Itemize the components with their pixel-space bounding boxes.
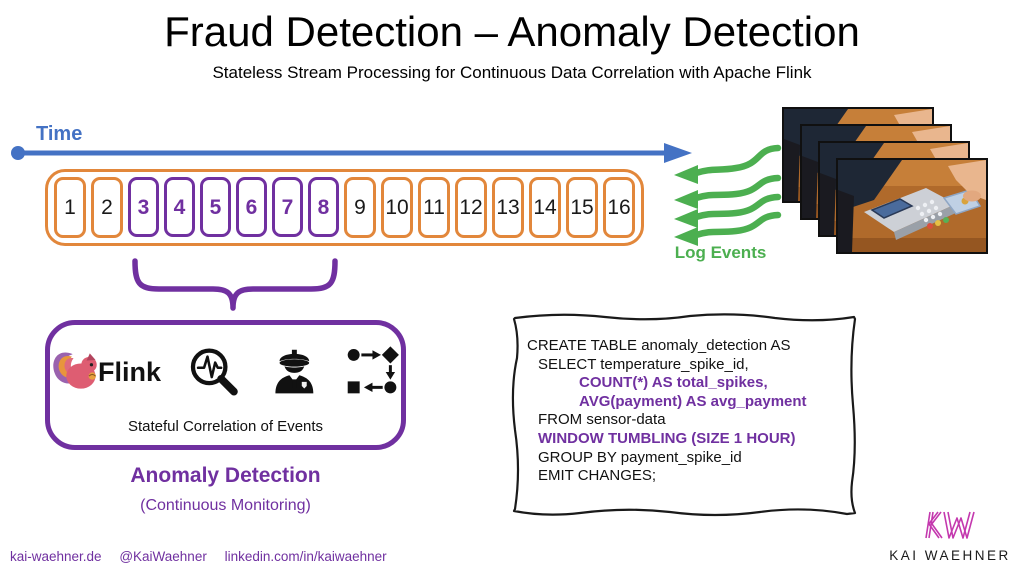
event-number: 12: [459, 196, 483, 219]
anomaly-detection-title: Anomaly Detection: [130, 464, 321, 487]
event-number: 10: [385, 196, 409, 219]
sketchy-border-icon: [511, 313, 857, 517]
event-number: 1: [64, 196, 76, 219]
event-box-10: 10: [381, 177, 413, 238]
event-number: 11: [423, 196, 445, 219]
time-axis-label: Time: [36, 123, 83, 145]
kai-waehner-brand: KAI WAEHNER: [880, 508, 1020, 563]
anomaly-detection-subtitle: (Continuous Monitoring): [140, 497, 311, 514]
event-number: 16: [607, 196, 631, 219]
footer-website-link[interactable]: kai-waehner.de: [10, 549, 102, 564]
page-title: Fraud Detection – Anomaly Detection: [164, 8, 860, 55]
sql-line: COUNT(*) AS total_spikes,: [579, 374, 768, 392]
time-arrow-icon: [11, 143, 692, 163]
log-events-label: Log Events: [674, 243, 767, 262]
sql-line: AVG(payment) AS avg_payment: [579, 392, 807, 410]
magnifier-pulse-icon: [190, 348, 238, 396]
event-number: 15: [570, 196, 594, 219]
event-box-15: 15: [566, 177, 598, 238]
kw-monogram-icon: [925, 511, 975, 539]
sql-line: SELECT temperature_spike_id,: [538, 355, 749, 373]
event-box-3: 3: [128, 177, 159, 237]
event-box-11: 11: [418, 177, 450, 238]
event-number: 4: [173, 195, 186, 219]
flink-logo: Flink: [50, 346, 161, 398]
sql-line: EMIT CHANGES;: [538, 467, 657, 485]
flink-squirrel-icon: [53, 352, 97, 389]
event-box-13: 13: [492, 177, 524, 238]
event-box-16: 16: [603, 177, 635, 238]
event-number: 14: [533, 196, 557, 219]
event-number: 5: [209, 195, 222, 219]
log-events-arrows-icon: [674, 144, 782, 246]
footer-linkedin-link[interactable]: linkedin.com/in/kaiwaehner: [224, 549, 387, 564]
event-box-6: 6: [236, 177, 267, 237]
sql-line: CREATE TABLE anomaly_detection AS: [527, 337, 791, 354]
brand-name: KAI WAEHNER: [889, 548, 1011, 563]
event-box-1: 1: [54, 177, 86, 238]
window-brace-icon: [132, 258, 338, 311]
sql-code-box: CREATE TABLE anomaly_detection AS SELECT…: [505, 310, 865, 522]
event-box-9: 9: [344, 177, 376, 238]
payment-terminal-photo: [836, 158, 988, 254]
event-number: 2: [101, 196, 113, 219]
footer-contacts: kai-waehner.de @KaiWaehner linkedin.com/…: [10, 549, 401, 564]
police-officer-icon: [275, 349, 313, 394]
flink-processor-box: Flink: [45, 320, 406, 450]
event-box-2: 2: [91, 177, 123, 238]
event-number: 9: [354, 196, 366, 219]
page-subtitle: Stateless Stream Processing for Continuo…: [212, 63, 812, 82]
sql-line: WINDOW TUMBLING (SIZE 1 HOUR): [538, 429, 796, 447]
sql-line: FROM sensor-data: [538, 411, 666, 429]
flink-logo-label: Flink: [98, 356, 162, 387]
sql-line: GROUP BY payment_spike_id: [538, 448, 742, 466]
sql-code-lines: CREATE TABLE anomaly_detection AS SELECT…: [527, 337, 807, 486]
event-number: 8: [317, 195, 330, 219]
workflow-icon: [348, 346, 400, 394]
event-number: 6: [245, 195, 258, 219]
event-stream-container: 1 2 3 4 5 6 7 8 9 10 11 12 13 14 15 16: [45, 169, 644, 246]
footer-twitter-handle[interactable]: @KaiWaehner: [119, 549, 207, 564]
event-box-14: 14: [529, 177, 561, 238]
event-box-5: 5: [200, 177, 231, 237]
event-number: 7: [281, 195, 294, 219]
flink-icons-row: Flink: [50, 343, 401, 401]
event-box-7: 7: [272, 177, 303, 237]
flink-box-caption: Stateful Correlation of Events: [127, 418, 324, 435]
event-box-8: 8: [308, 177, 339, 237]
event-box-4: 4: [164, 177, 195, 237]
event-number: 13: [496, 196, 520, 219]
event-box-12: 12: [455, 177, 487, 238]
event-number: 3: [137, 195, 150, 219]
